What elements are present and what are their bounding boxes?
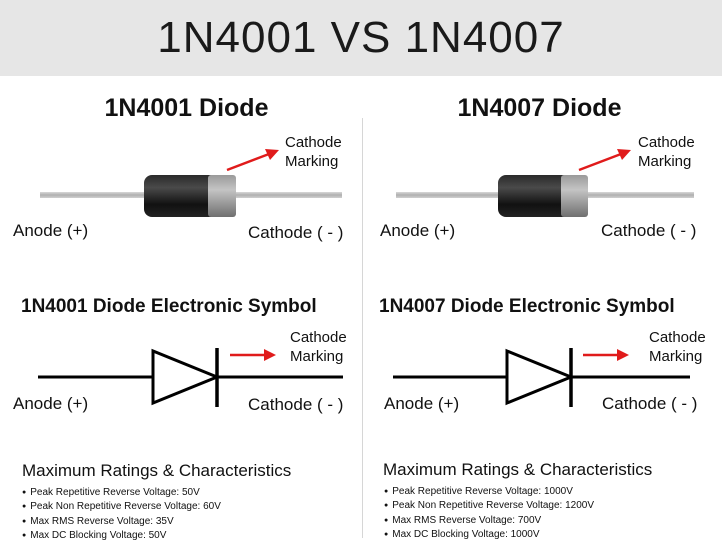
red-arrow-icon (578, 149, 631, 172)
page-title: 1N4001 VS 1N4007 (157, 13, 565, 62)
ratings-title: Maximum Ratings & Characteristics (383, 460, 653, 479)
symbol-cathode-marking-label: Cathode Marking (649, 329, 706, 365)
diode-symbol-icon (393, 348, 690, 407)
cathode-label: Cathode ( - ) (601, 221, 697, 240)
ratings-list: Peak Repetitive Reverse Voltage: 1000V P… (384, 485, 594, 542)
panel-heading: 1N4001 Diode (104, 94, 269, 122)
ratings-list: Peak Repetitive Reverse Voltage: 50V Pea… (22, 486, 221, 543)
ratings-title: Maximum Ratings & Characteristics (22, 461, 292, 480)
list-item: Peak Non Repetitive Reverse Voltage: 120… (384, 499, 594, 513)
symbol-anode-label: Anode (+) (13, 394, 89, 413)
symbol-cathode-label: Cathode ( - ) (248, 395, 344, 414)
list-item: Max RMS Reverse Voltage: 700V (384, 514, 594, 528)
red-arrow-icon (583, 349, 629, 361)
anode-label: Anode (+) (13, 221, 89, 240)
panel-1n4007: 1N4007 Diode Cathode Marking Anode (+) C… (362, 76, 722, 543)
list-item: Max DC Blocking Voltage: 50V (22, 529, 221, 543)
symbol-cathode-label: Cathode ( - ) (602, 394, 698, 413)
diode-symbol-icon (38, 348, 343, 407)
symbol-cathode-marking-label: Cathode Marking (290, 329, 347, 365)
list-item: Max RMS Reverse Voltage: 35V (22, 515, 221, 529)
diode-photo-icon (396, 175, 694, 217)
red-arrow-icon (230, 349, 276, 361)
panel-heading: 1N4007 Diode (457, 94, 622, 122)
panel-1n4001: 1N4001 Diode Cathode Marking Anode (+) C… (0, 76, 361, 543)
red-arrow-icon (226, 149, 279, 172)
symbol-heading: 1N4001 Diode Electronic Symbol (21, 296, 317, 317)
title-banner: 1N4001 VS 1N4007 (0, 0, 722, 76)
list-item: Peak Non Repetitive Reverse Voltage: 60V (22, 500, 221, 514)
panel-divider (362, 118, 363, 538)
cathode-label: Cathode ( - ) (248, 223, 344, 242)
anode-label: Anode (+) (380, 221, 456, 240)
symbol-heading: 1N4007 Diode Electronic Symbol (379, 296, 675, 317)
list-item: Peak Repetitive Reverse Voltage: 1000V (384, 485, 594, 499)
cathode-marking-label: Cathode Marking (285, 134, 342, 170)
list-item: Peak Repetitive Reverse Voltage: 50V (22, 486, 221, 500)
symbol-anode-label: Anode (+) (384, 394, 460, 413)
diode-photo-icon (40, 175, 342, 217)
list-item: Max DC Blocking Voltage: 1000V (384, 528, 594, 542)
cathode-marking-label: Cathode Marking (638, 134, 695, 170)
